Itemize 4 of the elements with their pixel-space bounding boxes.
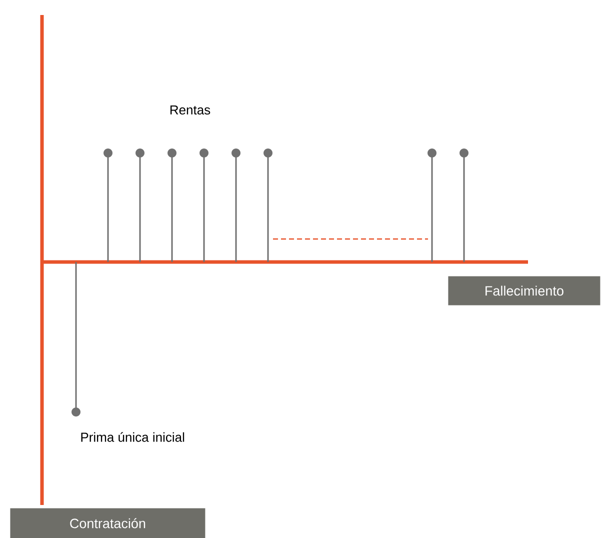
label-box: Contratación <box>10 508 206 538</box>
label-box: Fallecimiento <box>448 276 600 306</box>
text-label: Prima única inicial <box>81 432 184 442</box>
text-label: Rentas <box>170 105 210 115</box>
